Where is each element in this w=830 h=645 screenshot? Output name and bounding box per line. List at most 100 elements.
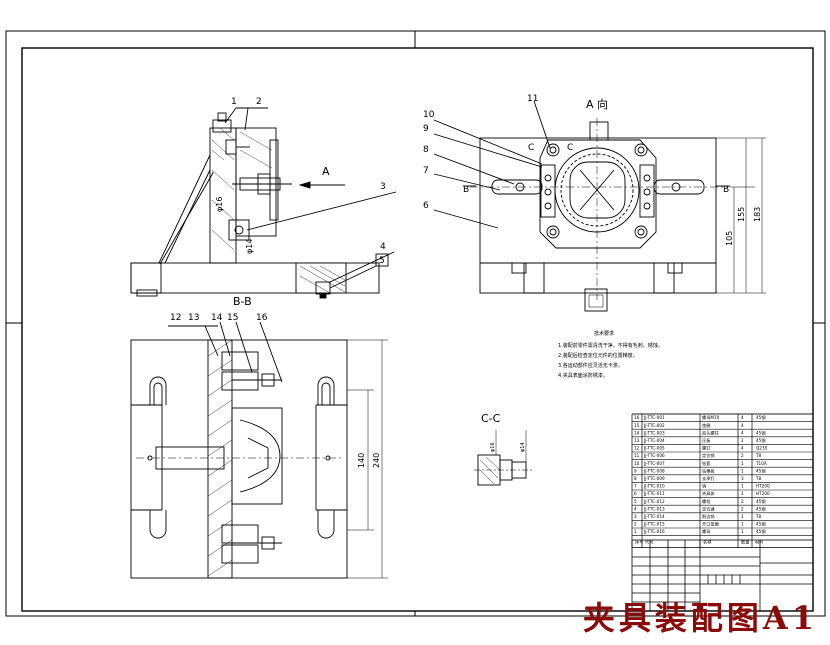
bom-row-code: JJ-TTC-009: [643, 476, 665, 481]
bom-row-name: 支承钉: [702, 475, 715, 482]
bom-row-material: HT200: [756, 491, 770, 496]
bom-row-name: 螺母: [702, 528, 710, 535]
bom-row-name: 螺钉: [702, 445, 711, 452]
bom-row-code: JJ-TTC-007: [643, 461, 665, 466]
bom-row-code: JJ-TTC-005: [643, 446, 665, 451]
side-view: [130, 107, 397, 299]
view-a-title: A 向: [586, 97, 608, 111]
note-line-3: 3.各运动部件应灵活无卡滞。: [558, 362, 623, 369]
bom-row-code: JJ-TTC-002: [643, 423, 665, 428]
bom-row-material: 45钢: [756, 437, 766, 444]
drawing-caption: 夹具装配图A1: [582, 599, 818, 637]
bom-row-name: 定位销: [702, 452, 715, 459]
dim-phi-mid: φ14: [245, 239, 254, 254]
bom-header-cell: 代号: [645, 539, 653, 546]
bom-row-qty: 2: [741, 453, 744, 458]
bom-row-material: T8: [755, 453, 762, 458]
bom-row-qty: 1: [741, 468, 744, 473]
bom-row-no: 11: [634, 453, 640, 458]
bom-row-qty: 4: [741, 446, 744, 451]
bom-row-material: T8: [755, 476, 762, 481]
bom-row-no: 5: [634, 499, 637, 504]
note-line-4: 4.夹具表面涂防锈漆。: [558, 372, 608, 379]
bom-row-code: JJ-TTC-012: [643, 499, 665, 504]
bom-row-no: 9: [634, 468, 637, 473]
bom-row-material: 45钢: [756, 505, 766, 512]
dim-cc-phi-1: φ16: [490, 442, 496, 452]
section-mark-c-left: C: [528, 143, 534, 153]
section-mark-b-right: B: [723, 185, 729, 195]
bom-row-qty: 1: [741, 484, 744, 489]
bom-row-code: JJ-TTC-010: [643, 484, 665, 489]
part-number-16: 16: [256, 313, 268, 323]
part-number-9: 9: [423, 124, 429, 134]
bom-row-no: 14: [634, 430, 640, 435]
drawing-frame: [5, 30, 826, 617]
part-number-8: 8: [423, 145, 429, 155]
bom-row-no: 2: [634, 522, 637, 527]
bom-row-no: 6: [634, 491, 637, 496]
part-number-10: 10: [423, 110, 435, 120]
bom-row-no: 7: [634, 484, 637, 489]
part-number-11: 11: [527, 94, 538, 104]
part-number-5: 5: [379, 256, 385, 266]
section-cc: [474, 430, 532, 486]
bom-row-code: JJ-TTC-016: [643, 529, 665, 534]
bom-row-material: 45钢: [756, 467, 766, 474]
bom-row-qty: 1: [741, 522, 744, 527]
bom-row-no: 15: [634, 423, 640, 428]
bom-row-material: 45钢: [756, 528, 766, 535]
bom-row-qty: 1: [741, 514, 744, 519]
part-number-2: 2: [256, 97, 262, 107]
bom-row-material: 45钢: [756, 414, 766, 421]
dim-105: 105: [725, 231, 734, 246]
bom-row-qty: 2: [741, 438, 744, 443]
bom-row-name: 垫圈: [702, 422, 710, 429]
bom-row-code: JJ-TTC-014: [643, 514, 665, 519]
bom-header-cell: 材料: [755, 539, 764, 546]
bom-header-cell: 序号: [635, 539, 643, 546]
bom-row-no: 16: [634, 415, 640, 420]
view-arrow-label: A: [322, 165, 330, 178]
part-number-15: 15: [227, 313, 238, 323]
bom-row-qty: 4: [741, 430, 744, 435]
bom-row-name: 削边销: [702, 513, 715, 520]
bom-row-code: JJ-TTC-013: [643, 506, 665, 511]
section-cc-title: C-C: [481, 412, 501, 425]
dim-155: 155: [737, 207, 746, 222]
bom-row-material: 45钢: [756, 498, 766, 505]
bom-row-qty: 3: [741, 476, 744, 481]
bom-row-name: 螺母M10: [702, 414, 720, 421]
bom-row-name: 螺栓: [702, 498, 711, 505]
bom-row-no: 8: [634, 476, 637, 481]
bom-row-no: 1: [634, 529, 637, 534]
part-number-6: 6: [423, 201, 429, 211]
bom-row-name: 压板: [702, 437, 711, 444]
bom-row-name: 定位键: [702, 505, 715, 512]
bom-row-no: 13: [634, 438, 640, 443]
bom-row-material: HT200: [756, 484, 770, 489]
bom-row-code: JJ-TTC-011: [643, 491, 665, 496]
bom-row-qty: 2: [741, 499, 744, 504]
bom-row-no: 4: [634, 506, 637, 511]
bom-row-qty: 1: [741, 491, 744, 496]
title-block: [631, 539, 814, 612]
part-number-12: 12: [170, 313, 181, 323]
bom-row-qty: 1: [741, 529, 744, 534]
bom-row-name: 钻模板: [702, 467, 715, 474]
bom-row-qty: 4: [741, 415, 744, 420]
bom-row-qty: 2: [741, 506, 744, 511]
part-number-7: 7: [423, 166, 429, 176]
bom-row-no: 3: [634, 514, 637, 519]
section-bb: [130, 321, 388, 579]
bom-row-name: 钻套: [702, 460, 711, 467]
bom-header-cell: 名称: [703, 539, 711, 546]
dim-240: 240: [372, 453, 381, 468]
section-mark-c-right: C: [567, 143, 573, 153]
dim-140: 140: [357, 453, 366, 468]
bom-row-code: JJ-TTC-003: [643, 430, 665, 435]
part-number-4: 4: [380, 242, 386, 252]
bom-row-code: JJ-TTC-006: [643, 453, 665, 458]
